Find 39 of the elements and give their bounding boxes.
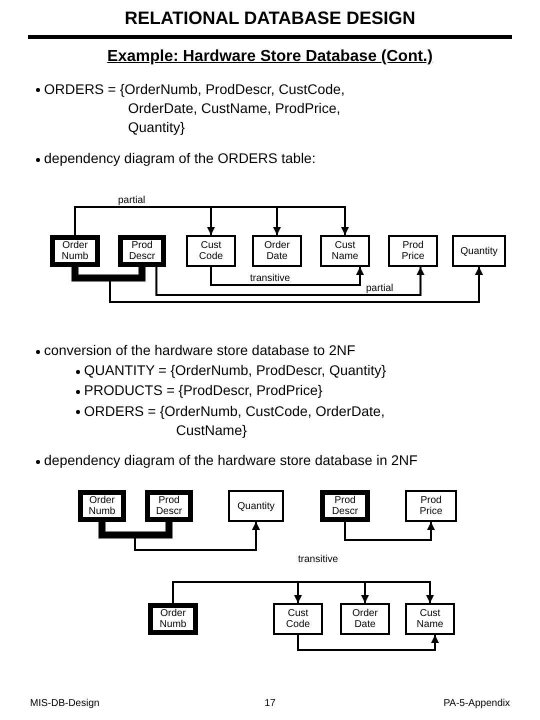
page-title: RELATIONAL DATABASE DESIGN [124,8,416,29]
attribute-box: Quantity [228,490,284,522]
attribute-box: Cust Code [273,603,323,635]
edge-label: partial [118,195,146,206]
dependency-arrow [172,581,434,603]
page-number: 17 [263,698,277,709]
attribute-box: Prod Descr [118,235,166,267]
attribute-box: Order Numb [50,235,100,267]
footer-text: MIS-DB-Design [30,698,100,709]
bullet-text: PRODUCTS = {ProdDescr, ProdPrice} [84,382,322,398]
attribute-box: Cust Name [320,235,370,267]
attribute-box: Prod Price [388,235,438,267]
attribute-box: Prod Price [405,490,457,522]
attribute-box: Order Date [252,235,302,267]
attribute-box: Cust Name [405,603,455,635]
edge-label: transitive [250,273,290,284]
bullet-text: dependency diagram of the hardware store database in 2NF [44,452,418,468]
attribute-box: Cust Code [186,235,236,267]
bullet-text: ORDERS = {OrderNumb, CustCode, OrderDate, CustName} [84,402,386,440]
bullet-text: dependency diagram of the ORDERS table: [44,150,316,166]
dependency-arrow [74,206,349,235]
bullet-text: QUANTITY = {OrderNumb, ProdDescr, Quantity} [84,362,386,378]
attribute-box: Prod Descr [320,490,370,522]
attribute-box: Quantity [452,235,506,267]
footer-text: PA-5-Appendix [443,698,510,709]
dependency-arrow [155,267,424,296]
attribute-box: Order Date [340,603,390,635]
dependency-arrow [134,522,260,551]
bullet-text: ORDERS = {OrderNumb, ProdDescr, CustCode, OrderDate, CustName, ProdPrice, Quantity} [44,80,346,137]
attribute-box: Order Numb [148,603,198,635]
attribute-box: Order Numb [78,490,126,522]
section-heading: Example: Hardware Store Database (Cont.) [106,48,434,66]
dependency-arrow [210,267,364,286]
dependency-arrow [297,635,439,651]
dependency-arrow [344,522,435,541]
bullet-text: conversion of the hardware store database to 2NF [44,342,356,358]
attribute-box: Prod Descr [145,490,193,522]
dependency-label: transitive [298,554,338,565]
edge-label: partial [366,283,394,294]
